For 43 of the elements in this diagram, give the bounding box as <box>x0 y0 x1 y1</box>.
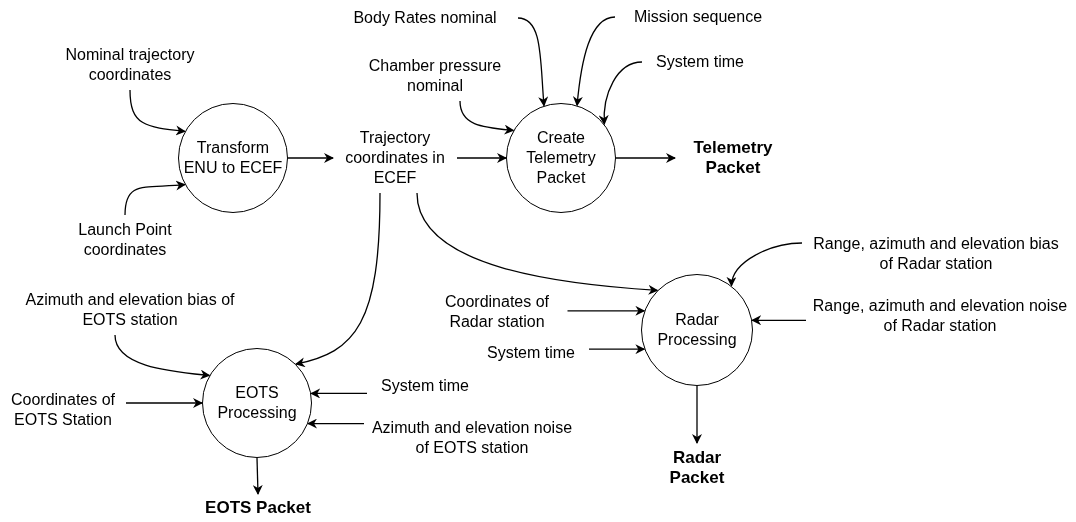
input-label: Azimuth and elevation noise of EOTS station <box>367 406 577 470</box>
arrow <box>416 192 659 295</box>
input-label: System time <box>645 51 755 73</box>
input-label: Chamber pressure nominal <box>345 54 525 98</box>
arrow <box>294 192 381 367</box>
arrow <box>310 388 368 399</box>
output-label: EOTS Packet <box>188 497 328 519</box>
input-label: Launch Point coordinates <box>45 218 205 262</box>
process-name: Transform ENU to ECEF <box>182 138 284 178</box>
process-name: Radar Processing <box>656 310 738 350</box>
input-label: Nominal trajectory coordinates <box>40 43 220 87</box>
input-label: System time <box>476 342 586 364</box>
input-label: Range, azimuth and elevation bias of Radar station <box>805 232 1067 276</box>
input-label: Coordinates of EOTS Station <box>3 378 123 442</box>
arrow <box>566 305 646 316</box>
arrow <box>615 153 676 163</box>
arrow <box>751 315 807 326</box>
arrow <box>599 61 643 126</box>
arrow <box>456 153 507 163</box>
arrow <box>125 398 203 408</box>
input-label: Mission sequence <box>618 6 778 28</box>
input-label: Body Rates nominal <box>335 7 515 29</box>
arrow <box>114 334 211 380</box>
input-label: Trajectory coordinates in ECEF <box>336 126 454 190</box>
input-label: Coordinates of Radar station <box>429 290 565 334</box>
process-name: Create Telemetry Packet <box>525 128 597 188</box>
arrow <box>692 385 702 444</box>
input-label: Azimuth and elevation bias of EOTS station <box>15 288 245 332</box>
arrow <box>517 17 549 107</box>
process-name: EOTS Processing <box>216 383 298 423</box>
output-label: Radar Packet <box>652 446 742 490</box>
arrow <box>727 242 803 287</box>
arrow <box>252 457 263 495</box>
arrow <box>307 418 365 429</box>
input-label: System time <box>370 375 480 397</box>
arrow <box>124 180 186 216</box>
output-label: Telemetry Packet <box>678 136 788 180</box>
arrow <box>588 344 646 355</box>
arrow <box>129 89 186 136</box>
input-label: Range, azimuth and elevation noise of Radar station <box>809 294 1071 338</box>
arrow <box>459 100 515 135</box>
arrow <box>287 153 334 163</box>
arrow <box>573 16 616 107</box>
